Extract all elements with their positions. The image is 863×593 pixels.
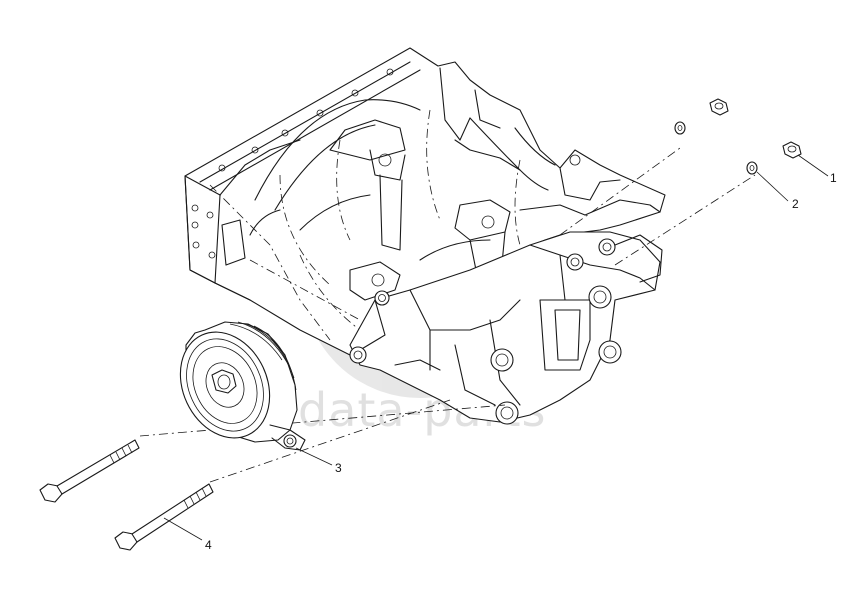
- leader-line-2: [756, 171, 789, 202]
- callout-1: 1: [830, 171, 837, 185]
- nut-upper: [709, 98, 729, 116]
- washer-2: [746, 161, 758, 175]
- callout-3: 3: [335, 461, 342, 475]
- leader-line-3: [295, 447, 333, 466]
- mounting-bracket: [349, 231, 663, 425]
- callout-2: 2: [792, 197, 799, 211]
- nut-1: [782, 141, 802, 159]
- leader-line-4: [163, 517, 203, 541]
- bolt-centerline-upper: [139, 404, 506, 437]
- stud-centerline-lower: [614, 174, 756, 266]
- bolt-4: [114, 483, 214, 551]
- callout-4: 4: [205, 538, 212, 552]
- leader-line-1: [797, 154, 829, 177]
- bolt-upper: [39, 439, 140, 503]
- stud-centerline-upper: [559, 147, 681, 236]
- washer-upper: [674, 121, 686, 135]
- engine-block: [184, 47, 666, 356]
- bolt-centerline-lower: [209, 399, 451, 483]
- idler-pulley: [179, 321, 306, 451]
